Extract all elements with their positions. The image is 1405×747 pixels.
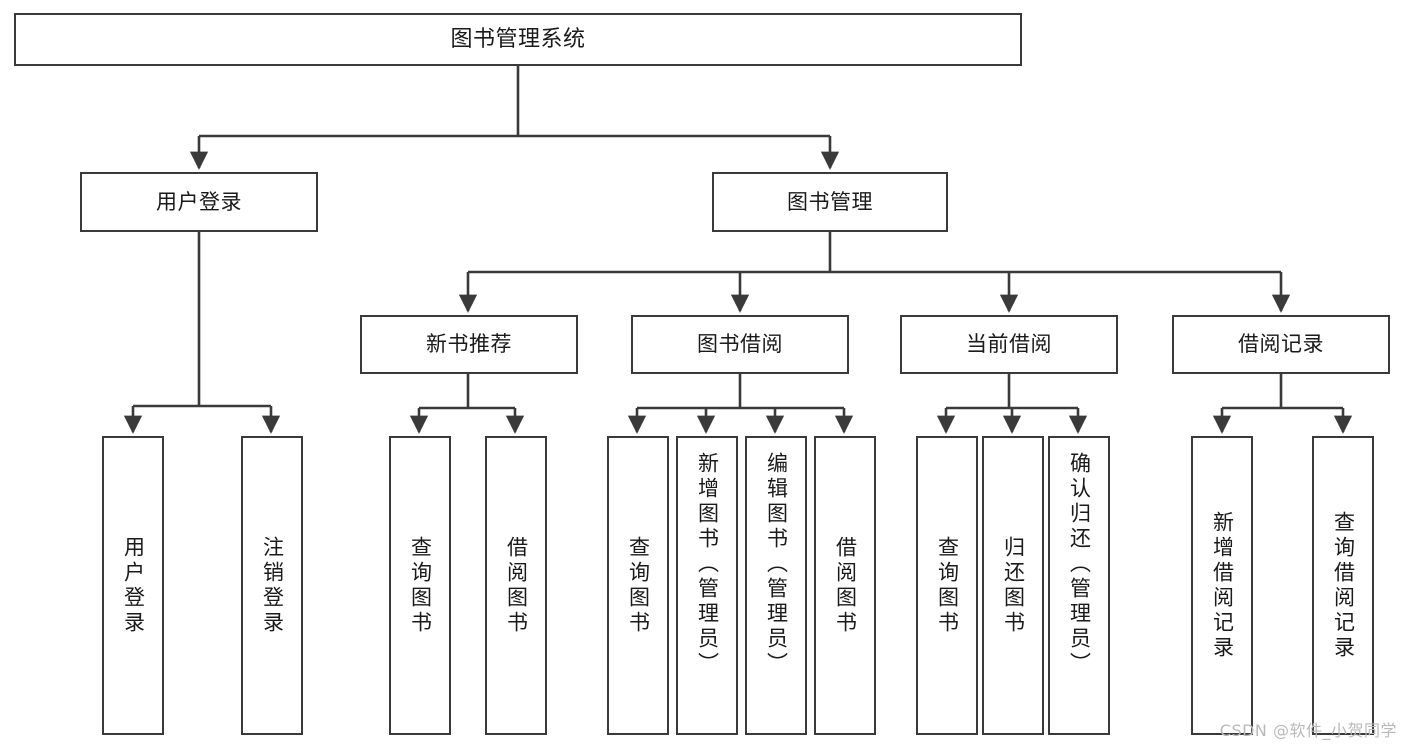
leaf-add-book-admin[interactable]: 新增图书（管理员） — [676, 436, 738, 735]
node-label: 用户登录 — [121, 535, 146, 636]
node-label: 图书借阅 — [697, 332, 783, 357]
node-label: 当前借阅 — [966, 332, 1052, 357]
leaf-return-book[interactable]: 归还图书 — [982, 436, 1044, 735]
node-label: 确认归还（管理员） — [1067, 452, 1092, 677]
node-label: 借阅图书 — [504, 535, 529, 636]
leaf-query-book-borrow[interactable]: 查询图书 — [607, 436, 669, 735]
node-book-management[interactable]: 图书管理 — [712, 172, 948, 232]
node-current-borrow[interactable]: 当前借阅 — [900, 315, 1118, 374]
node-label: 查询图书 — [626, 535, 651, 636]
node-label: 注销登录 — [260, 535, 285, 636]
leaf-borrow-book-action[interactable]: 借阅图书 — [814, 436, 876, 735]
node-label: 借阅图书 — [833, 535, 858, 636]
node-root-system[interactable]: 图书管理系统 — [14, 13, 1022, 66]
node-borrow-record[interactable]: 借阅记录 — [1172, 315, 1390, 374]
leaf-logout[interactable]: 注销登录 — [241, 436, 303, 735]
node-book-borrow[interactable]: 图书借阅 — [631, 315, 849, 374]
csdn-watermark: CSDN @软件_小贺同学 — [1219, 721, 1397, 740]
leaf-user-login[interactable]: 用户登录 — [102, 436, 164, 735]
node-label: 查询图书 — [408, 535, 433, 636]
leaf-borrow-book-new[interactable]: 借阅图书 — [485, 436, 547, 735]
leaf-query-book-current[interactable]: 查询图书 — [916, 436, 978, 735]
node-label: 查询借阅记录 — [1331, 510, 1356, 661]
leaf-edit-book-admin[interactable]: 编辑图书（管理员） — [745, 436, 807, 735]
node-label: 查询图书 — [935, 535, 960, 636]
leaf-query-book-new[interactable]: 查询图书 — [389, 436, 451, 735]
node-label: 归还图书 — [1001, 535, 1026, 636]
node-label: 图书管理 — [787, 189, 873, 214]
node-user-login[interactable]: 用户登录 — [80, 172, 318, 232]
leaf-query-borrow-record[interactable]: 查询借阅记录 — [1312, 436, 1374, 735]
node-label: 借阅记录 — [1238, 332, 1324, 357]
node-label: 编辑图书（管理员） — [764, 452, 789, 677]
leaf-add-borrow-record[interactable]: 新增借阅记录 — [1191, 436, 1253, 735]
node-label: 图书管理系统 — [450, 26, 586, 52]
leaf-confirm-return-admin[interactable]: 确认归还（管理员） — [1048, 436, 1110, 735]
node-label: 新书推荐 — [426, 332, 512, 357]
node-new-book-recommend[interactable]: 新书推荐 — [360, 315, 578, 374]
node-label: 新增图书（管理员） — [695, 452, 720, 677]
node-label: 用户登录 — [156, 189, 242, 214]
node-label: 新增借阅记录 — [1210, 510, 1235, 661]
